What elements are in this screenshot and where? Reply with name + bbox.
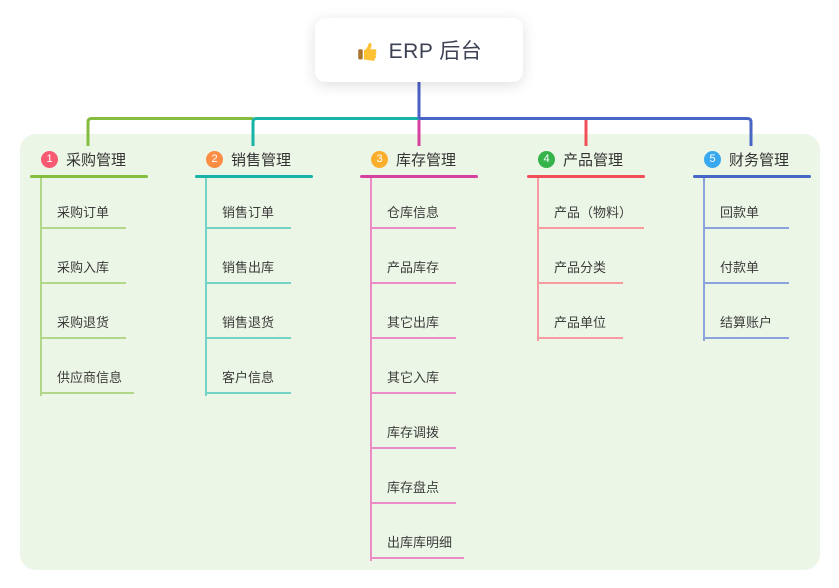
child-label: 采购退货 <box>57 315 110 330</box>
branch-node-purchase[interactable]: 1 采购管理 <box>30 148 148 170</box>
child-node[interactable]: 其它入库 <box>370 369 456 394</box>
child-label: 产品单位 <box>554 315 607 330</box>
child-node[interactable]: 产品库存 <box>370 259 456 284</box>
child-label: 其它入库 <box>387 370 440 385</box>
branch-node-inventory[interactable]: 3 库存管理 <box>360 148 478 170</box>
child-label: 出库库明细 <box>387 535 453 550</box>
child-node[interactable]: 销售退货 <box>205 314 291 339</box>
child-label: 库存调拨 <box>387 425 440 440</box>
child-node[interactable]: 其它出库 <box>370 314 456 339</box>
child-node[interactable]: 产品分类 <box>537 259 623 284</box>
thumbs-up-icon <box>356 39 379 62</box>
branch-number-badge: 1 <box>41 150 58 168</box>
child-label: 供应商信息 <box>57 370 123 385</box>
branch-spine <box>40 178 42 396</box>
child-node[interactable]: 采购退货 <box>40 314 126 339</box>
branch-node-product[interactable]: 4 产品管理 <box>527 148 645 170</box>
child-node[interactable]: 库存调拨 <box>370 424 456 449</box>
branch-label: 采购管理 <box>66 151 127 169</box>
child-label: 销售出库 <box>222 260 275 275</box>
branch-underline <box>195 175 313 178</box>
branch-spine <box>703 178 705 341</box>
child-label: 其它出库 <box>387 315 440 330</box>
child-label: 产品库存 <box>387 260 440 275</box>
child-label: 结算账户 <box>720 315 773 330</box>
child-node[interactable]: 产品（物料） <box>537 204 645 229</box>
child-node[interactable]: 供应商信息 <box>40 369 135 394</box>
child-node[interactable]: 产品单位 <box>537 314 623 339</box>
branch-spine <box>537 178 539 341</box>
child-label: 采购入库 <box>57 260 110 275</box>
branch-number-badge: 2 <box>206 150 223 168</box>
child-node[interactable]: 结算账户 <box>703 314 789 339</box>
child-node[interactable]: 客户信息 <box>205 369 291 394</box>
branch-underline <box>527 175 645 178</box>
child-node[interactable]: 仓库信息 <box>370 204 456 229</box>
child-node[interactable]: 出库库明细 <box>370 534 465 559</box>
branch-underline <box>30 175 148 178</box>
branch-label: 库存管理 <box>396 151 457 169</box>
branches-panel <box>20 134 820 570</box>
branch-number-badge: 4 <box>538 150 555 168</box>
branch-number-badge: 5 <box>704 150 721 168</box>
child-node[interactable]: 销售订单 <box>205 204 291 229</box>
branch-label: 销售管理 <box>231 151 292 169</box>
branch-node-sales[interactable]: 2 销售管理 <box>195 148 313 170</box>
child-node[interactable]: 销售出库 <box>205 259 291 284</box>
child-label: 销售订单 <box>222 205 275 220</box>
root-node[interactable]: ERP 后台 <box>315 18 523 82</box>
child-node[interactable]: 采购入库 <box>40 259 126 284</box>
child-label: 付款单 <box>720 260 760 275</box>
branch-underline <box>693 175 811 178</box>
child-node[interactable]: 采购订单 <box>40 204 126 229</box>
child-label: 回款单 <box>720 205 760 220</box>
child-label: 采购订单 <box>57 205 110 220</box>
child-label: 客户信息 <box>222 370 275 385</box>
child-node[interactable]: 回款单 <box>703 204 789 229</box>
child-label: 销售退货 <box>222 315 275 330</box>
root-title: ERP 后台 <box>388 40 483 63</box>
child-label: 库存盘点 <box>387 480 440 495</box>
child-label: 产品分类 <box>554 260 607 275</box>
branch-node-finance[interactable]: 5 财务管理 <box>693 148 811 170</box>
child-node[interactable]: 付款单 <box>703 259 789 284</box>
branch-number-badge: 3 <box>371 150 388 168</box>
child-label: 仓库信息 <box>387 205 440 220</box>
child-label: 产品（物料） <box>554 205 633 220</box>
branch-label: 财务管理 <box>729 151 790 169</box>
branch-underline <box>360 175 478 178</box>
branch-spine <box>370 178 372 561</box>
child-node[interactable]: 库存盘点 <box>370 479 456 504</box>
branch-label: 产品管理 <box>563 151 624 169</box>
branch-spine <box>205 178 207 396</box>
